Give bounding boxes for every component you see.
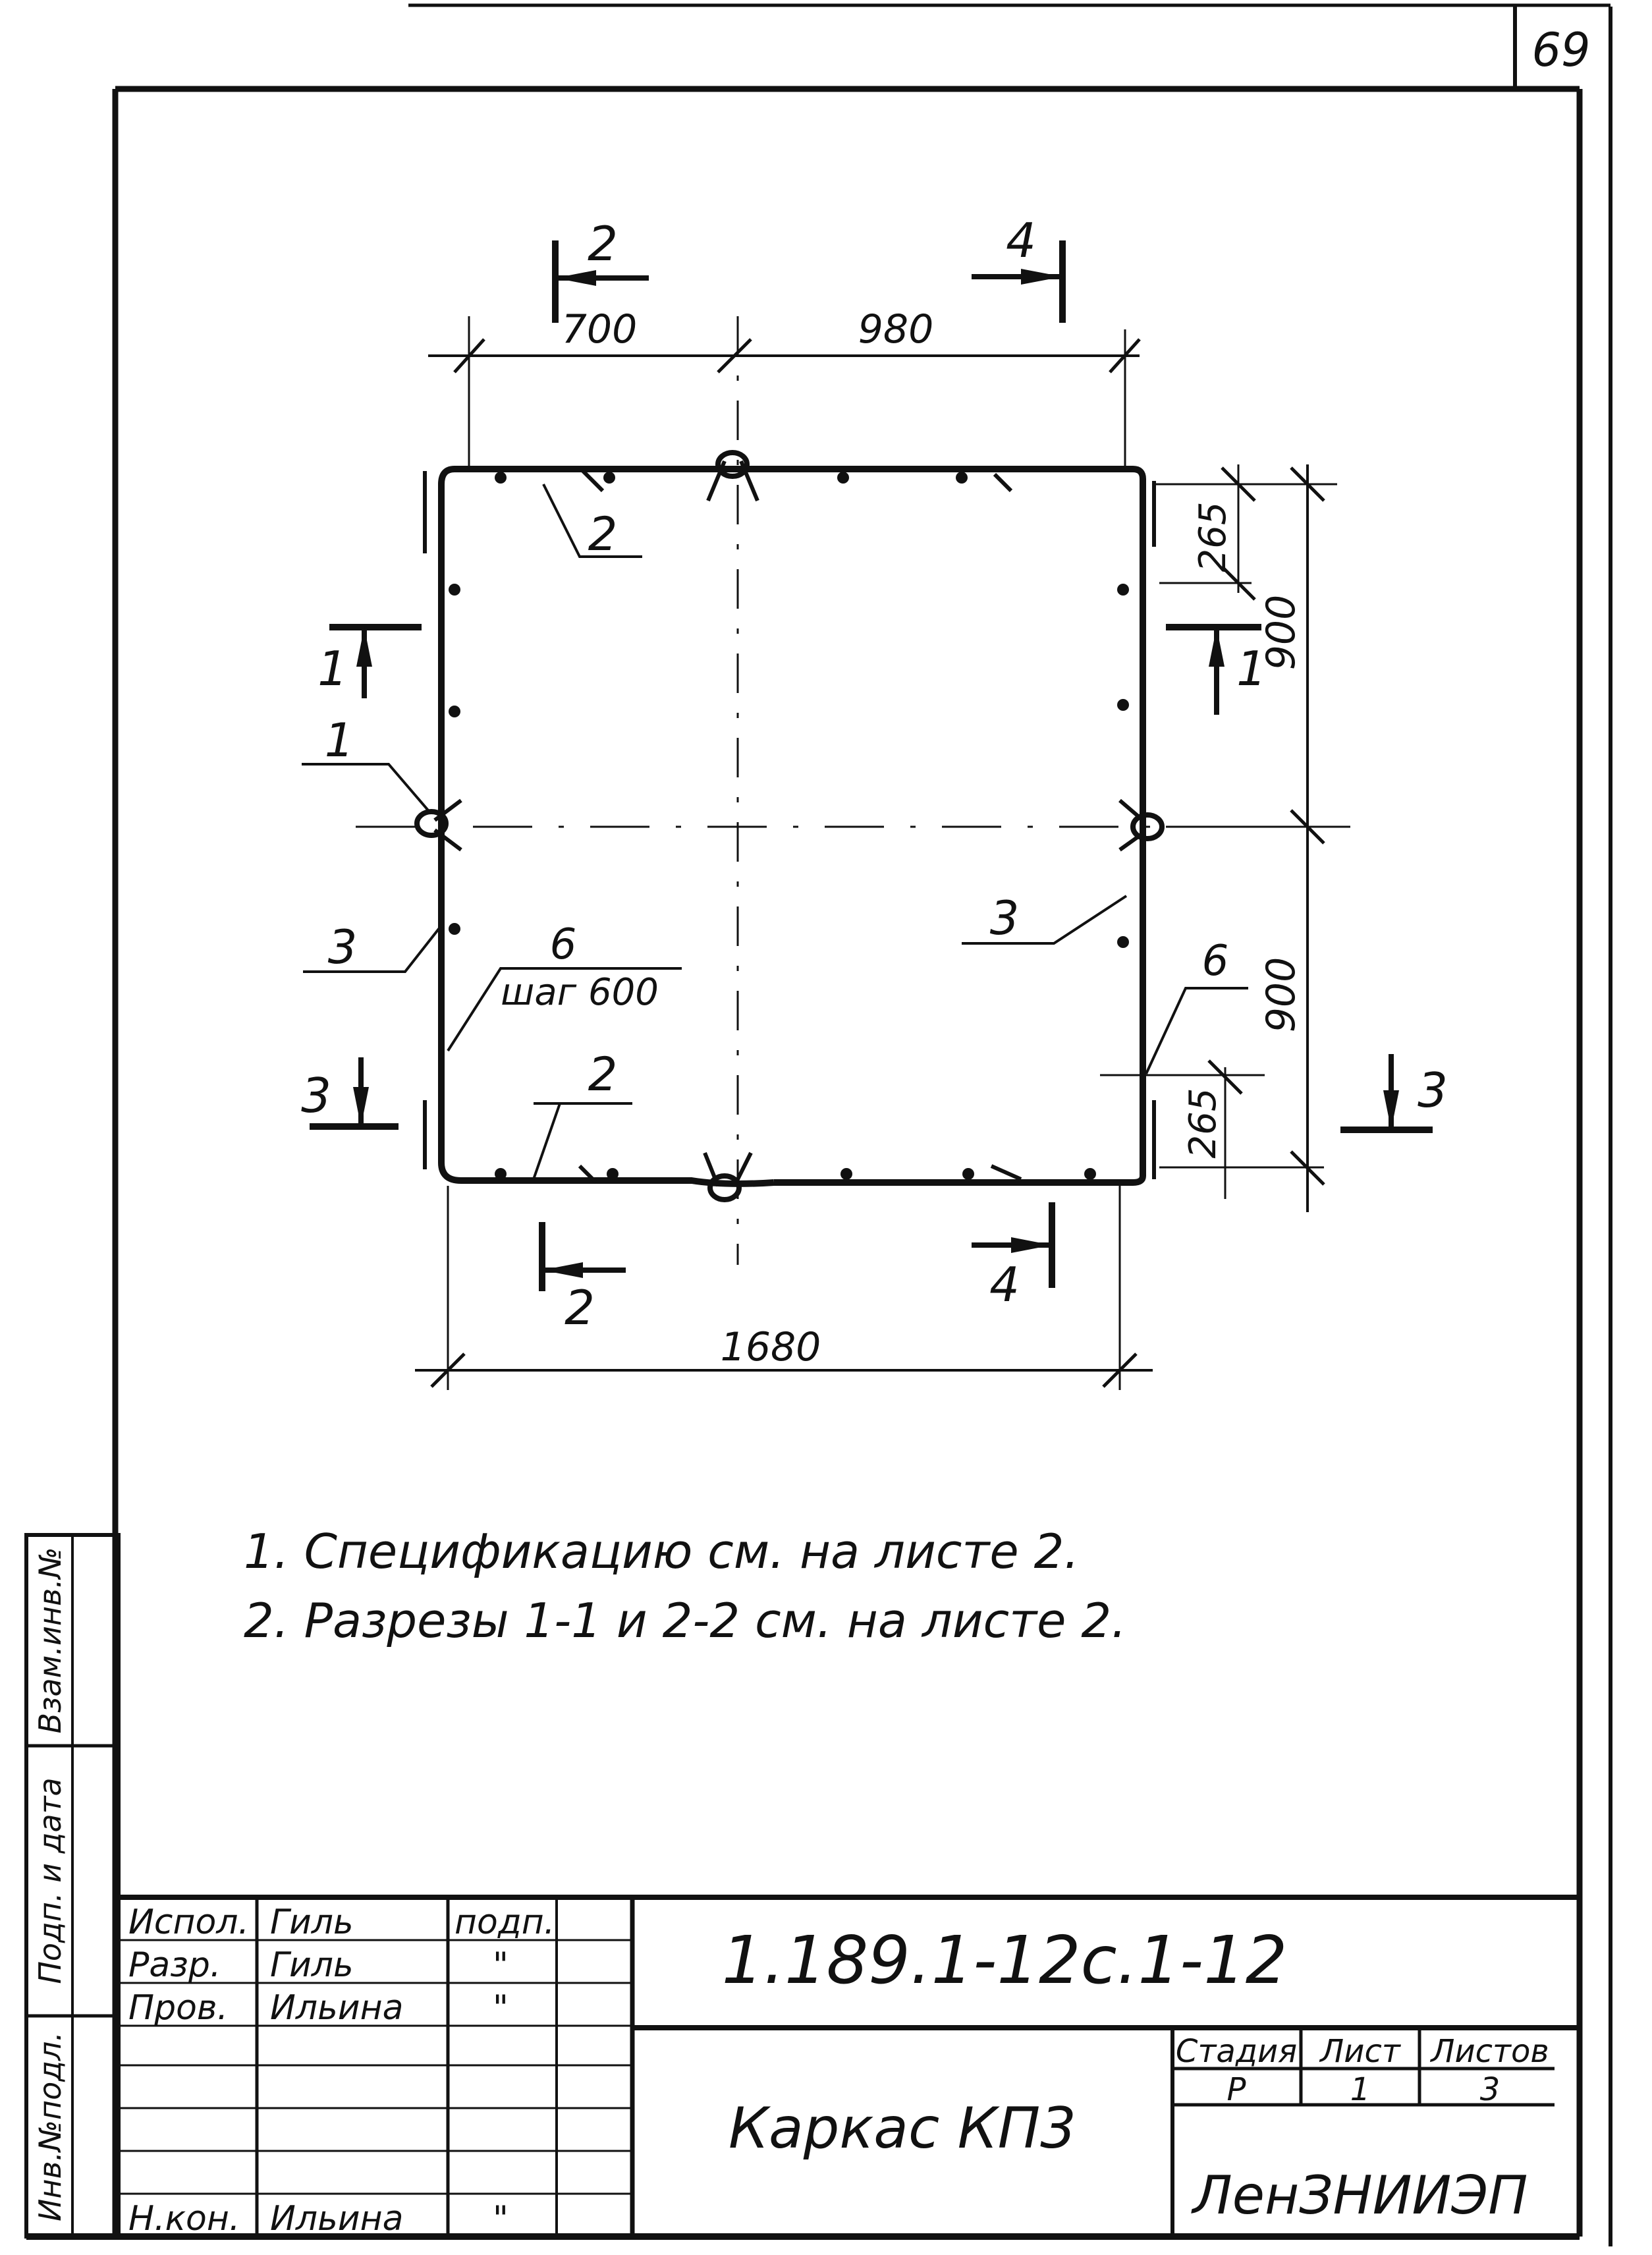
section-label-2-top: 2 <box>588 216 618 271</box>
item-title: Каркас КП3 <box>729 2096 1076 2161</box>
dimension-right: 265 900 900 265 <box>1100 464 1350 1212</box>
role-3: Пров. <box>128 1988 228 2028</box>
dim-1680: 1680 <box>721 1324 821 1370</box>
section-mark-1-left: 1 <box>317 624 422 698</box>
section-label-4-bottom: 4 <box>989 1257 1020 1312</box>
position-6-left: 6 <box>550 920 577 969</box>
position-3-right: 3 <box>990 891 1020 945</box>
dim-265-upper: 265 <box>1192 502 1234 572</box>
name-2: Гиль <box>270 1945 354 1985</box>
section-label-2-bottom: 2 <box>564 1280 595 1335</box>
sign-1: подп. <box>454 1903 555 1942</box>
dim-980: 980 <box>858 306 934 352</box>
stage-label: Стадия <box>1176 2033 1297 2070</box>
sign-4: " <box>493 2199 509 2239</box>
stage-value: Р <box>1227 2071 1246 2108</box>
lifting-loops <box>414 450 1165 1202</box>
section-mark-4-bottom: 4 <box>972 1202 1055 1312</box>
clamp-marks <box>578 469 1022 1184</box>
document-code: 1.189.1-12с.1-12 <box>722 1922 1288 1999</box>
section-mark-3-right: 3 <box>1340 1054 1448 1133</box>
stamp-vzam-inv: Взам.инв.№ <box>32 1547 68 1733</box>
position-2-top: 2 <box>588 507 618 561</box>
position-leaders: 2 1 3 3 6 шаг 600 6 2 <box>302 484 1248 1180</box>
stamp-inv-podl: Инв.№подл. <box>32 2032 68 2221</box>
dimension-top: 700 980 <box>428 306 1141 468</box>
loop-left <box>414 809 449 838</box>
organization: ЛенЗНИИЭП <box>1191 2165 1528 2226</box>
sign-3: " <box>493 1988 509 2028</box>
section-mark-3-left: 3 <box>301 1057 399 1130</box>
loop-bottom <box>707 1173 742 1202</box>
section-mark-4-top: 4 <box>972 213 1066 323</box>
dim-900-lower: 900 <box>1258 957 1304 1033</box>
note-1: 1. Спецификацию см. на листе 2. <box>244 1524 1079 1579</box>
sheet-label: Лист <box>1319 2033 1402 2070</box>
section-mark-1-right: 1 <box>1166 624 1267 715</box>
sheet-number: 69 <box>1531 23 1590 77</box>
position-2-bottom: 2 <box>588 1047 618 1101</box>
section-mark-2-bottom: 2 <box>539 1222 626 1335</box>
position-6-right: 6 <box>1202 937 1229 986</box>
dim-265-lower: 265 <box>1182 1088 1225 1159</box>
role-1: Испол. <box>128 1903 249 1942</box>
section-mark-2-top: 2 <box>552 216 649 323</box>
section-label-4-top: 4 <box>1006 213 1036 268</box>
loop-right <box>1130 812 1165 841</box>
dim-900-upper: 900 <box>1258 595 1304 671</box>
section-label-3-left: 3 <box>301 1068 331 1123</box>
title-block: Испол. Гиль подп. Разр. Гиль " Пров. Иль… <box>119 1895 1580 2239</box>
dim-700: 700 <box>562 306 638 352</box>
name-3: Ильина <box>270 1988 403 2028</box>
name-1: Гиль <box>270 1903 354 1942</box>
role-2: Разр. <box>128 1945 221 1985</box>
position-3-left: 3 <box>328 920 358 974</box>
section-label-3-right: 3 <box>1418 1063 1448 1118</box>
name-4: Ильина <box>270 2199 403 2239</box>
sheets-label: Листов <box>1429 2033 1549 2070</box>
loop-top <box>715 450 750 479</box>
section-label-1-right: 1 <box>1236 641 1267 696</box>
step-label: шаг 600 <box>501 971 659 1014</box>
sign-2: " <box>493 1945 509 1985</box>
role-4: Н.кон. <box>128 2199 240 2239</box>
sheet-value: 1 <box>1350 2071 1371 2108</box>
dimension-bottom: 1680 <box>415 1186 1153 1390</box>
side-stamp: Инв.№подл. Подп. и дата Взам.инв.№ <box>24 1533 121 2239</box>
position-1: 1 <box>325 713 354 767</box>
section-label-1-left: 1 <box>317 641 348 696</box>
rebar-dots <box>449 472 1129 1180</box>
sheets-value: 3 <box>1480 2071 1501 2108</box>
stamp-podp-data: Подп. и дата <box>32 1777 68 1984</box>
note-2: 2. Разрезы 1-1 и 2-2 см. на листе 2. <box>244 1593 1126 1648</box>
